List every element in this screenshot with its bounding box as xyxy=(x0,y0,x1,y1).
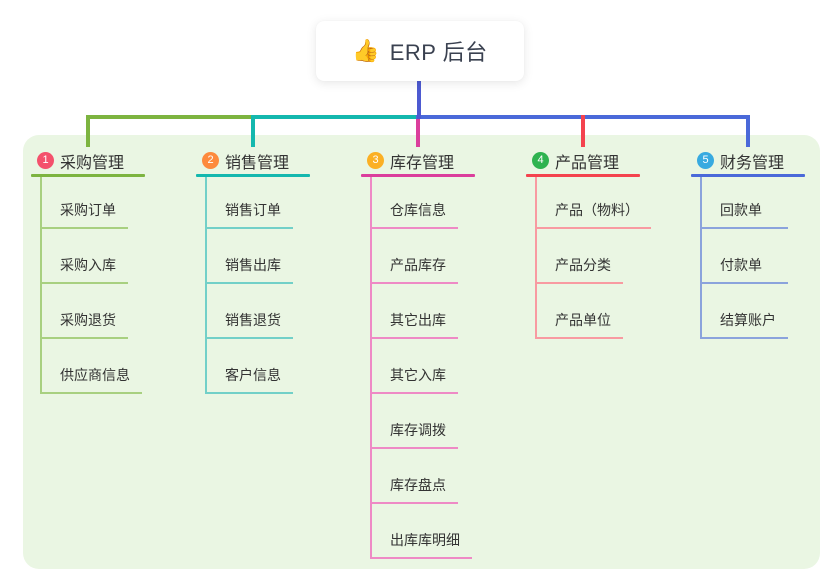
connector-horizontal-1 xyxy=(253,115,420,119)
branch-underline xyxy=(691,174,805,177)
branch-number-badge: 1 xyxy=(37,152,54,169)
child-node-label: 仓库信息 xyxy=(390,202,446,218)
branch-4: 4 产品管理产品（物料） 产品分类产品单位 xyxy=(526,147,676,339)
branch-children: 产品（物料） 产品分类产品单位 xyxy=(535,177,651,339)
child-node-label: 产品分类 xyxy=(555,257,611,273)
child-node[interactable]: 出库库明细 xyxy=(372,504,472,559)
child-node[interactable]: 其它出库 xyxy=(372,284,458,339)
branch-header-5[interactable]: 5 财务管理 xyxy=(691,147,839,174)
branch-title: 销售管理 xyxy=(225,154,290,172)
child-node[interactable]: 结算账户 xyxy=(702,284,788,339)
child-node[interactable]: 销售出库 xyxy=(207,229,293,284)
branch-number-badge: 3 xyxy=(367,152,384,169)
child-node-label: 采购订单 xyxy=(60,202,116,218)
branch-header-4[interactable]: 4 产品管理 xyxy=(526,147,676,174)
branch-children: 仓库信息产品库存其它出库其它入库库存调拨库存盘点出库库明细 xyxy=(370,177,472,559)
child-node[interactable]: 其它入库 xyxy=(372,339,458,394)
child-node[interactable]: 库存调拨 xyxy=(372,394,458,449)
branch-header-2[interactable]: 2 销售管理 xyxy=(196,147,346,174)
child-node-label: 采购入库 xyxy=(60,257,116,273)
child-node[interactable]: 产品单位 xyxy=(537,284,623,339)
child-node[interactable]: 客户信息 xyxy=(207,339,293,394)
child-node-label: 产品（物料） xyxy=(555,202,639,218)
connector-root-vertical xyxy=(417,81,421,119)
branch-title: 产品管理 xyxy=(555,154,620,172)
branch-2: 2 销售管理销售订单销售出库销售退货客户信息 xyxy=(196,147,346,394)
child-node-label: 其它入库 xyxy=(390,367,446,383)
branch-underline xyxy=(196,174,310,177)
child-node-label: 客户信息 xyxy=(225,367,281,383)
child-node-label: 供应商信息 xyxy=(60,367,130,383)
child-node-label: 产品单位 xyxy=(555,312,611,328)
child-node[interactable]: 库存盘点 xyxy=(372,449,458,504)
root-node[interactable]: 👍 ERP 后台 xyxy=(316,21,524,81)
child-node[interactable]: 产品库存 xyxy=(372,229,458,284)
child-node[interactable]: 产品（物料） xyxy=(537,177,651,229)
root-label: ERP 后台 xyxy=(389,40,488,65)
branch-header-1[interactable]: 1 采购管理 xyxy=(31,147,181,174)
branch-header-3[interactable]: 3 库存管理 xyxy=(361,147,511,174)
child-node-label: 采购退货 xyxy=(60,312,116,328)
child-node-label: 付款单 xyxy=(720,257,762,273)
thumbs-up-icon: 👍 xyxy=(352,38,380,63)
child-node[interactable]: 销售订单 xyxy=(207,177,293,229)
child-node[interactable]: 供应商信息 xyxy=(42,339,142,394)
background-panel xyxy=(23,135,820,569)
child-node-label: 结算账户 xyxy=(720,312,776,328)
branch-number-badge: 2 xyxy=(202,152,219,169)
child-node[interactable]: 付款单 xyxy=(702,229,788,284)
connector-drop-4 xyxy=(581,115,585,147)
branch-1: 1 采购管理采购订单采购入库采购退货供应商信息 xyxy=(31,147,181,394)
child-node[interactable]: 回款单 xyxy=(702,177,788,229)
connector-drop-3 xyxy=(416,119,420,147)
child-node-label: 库存盘点 xyxy=(390,477,446,493)
branch-5: 5 财务管理回款单付款单结算账户 xyxy=(691,147,839,339)
child-node-label: 回款单 xyxy=(720,202,762,218)
child-node-label: 产品库存 xyxy=(390,257,446,273)
branch-title: 采购管理 xyxy=(60,154,125,172)
child-node[interactable]: 采购入库 xyxy=(42,229,128,284)
connector-drop-2 xyxy=(251,115,255,147)
branch-underline xyxy=(31,174,145,177)
child-node-label: 销售出库 xyxy=(225,257,281,273)
branch-underline xyxy=(526,174,640,177)
child-node[interactable]: 采购订单 xyxy=(42,177,128,229)
connector-drop-1 xyxy=(86,115,90,147)
branch-number-badge: 4 xyxy=(532,152,549,169)
child-node[interactable]: 销售退货 xyxy=(207,284,293,339)
connector-drop-5 xyxy=(746,115,750,147)
branch-title: 财务管理 xyxy=(720,154,785,172)
branch-children: 销售订单销售出库销售退货客户信息 xyxy=(205,177,293,394)
child-node[interactable]: 产品分类 xyxy=(537,229,623,284)
child-node-label: 库存调拨 xyxy=(390,422,446,438)
child-node[interactable]: 仓库信息 xyxy=(372,177,458,229)
branch-children: 采购订单采购入库采购退货供应商信息 xyxy=(40,177,142,394)
child-node[interactable]: 采购退货 xyxy=(42,284,128,339)
child-node-label: 出库库明细 xyxy=(390,532,460,548)
branch-children: 回款单付款单结算账户 xyxy=(700,177,788,339)
child-node-label: 销售订单 xyxy=(225,202,281,218)
connector-horizontal-0 xyxy=(86,115,255,119)
child-node-label: 销售退货 xyxy=(225,312,281,328)
branch-3: 3 库存管理仓库信息产品库存其它出库其它入库库存调拨库存盘点出库库明细 xyxy=(361,147,511,559)
branch-number-badge: 5 xyxy=(697,152,714,169)
branch-underline xyxy=(361,174,475,177)
child-node-label: 其它出库 xyxy=(390,312,446,328)
branch-title: 库存管理 xyxy=(390,154,455,172)
